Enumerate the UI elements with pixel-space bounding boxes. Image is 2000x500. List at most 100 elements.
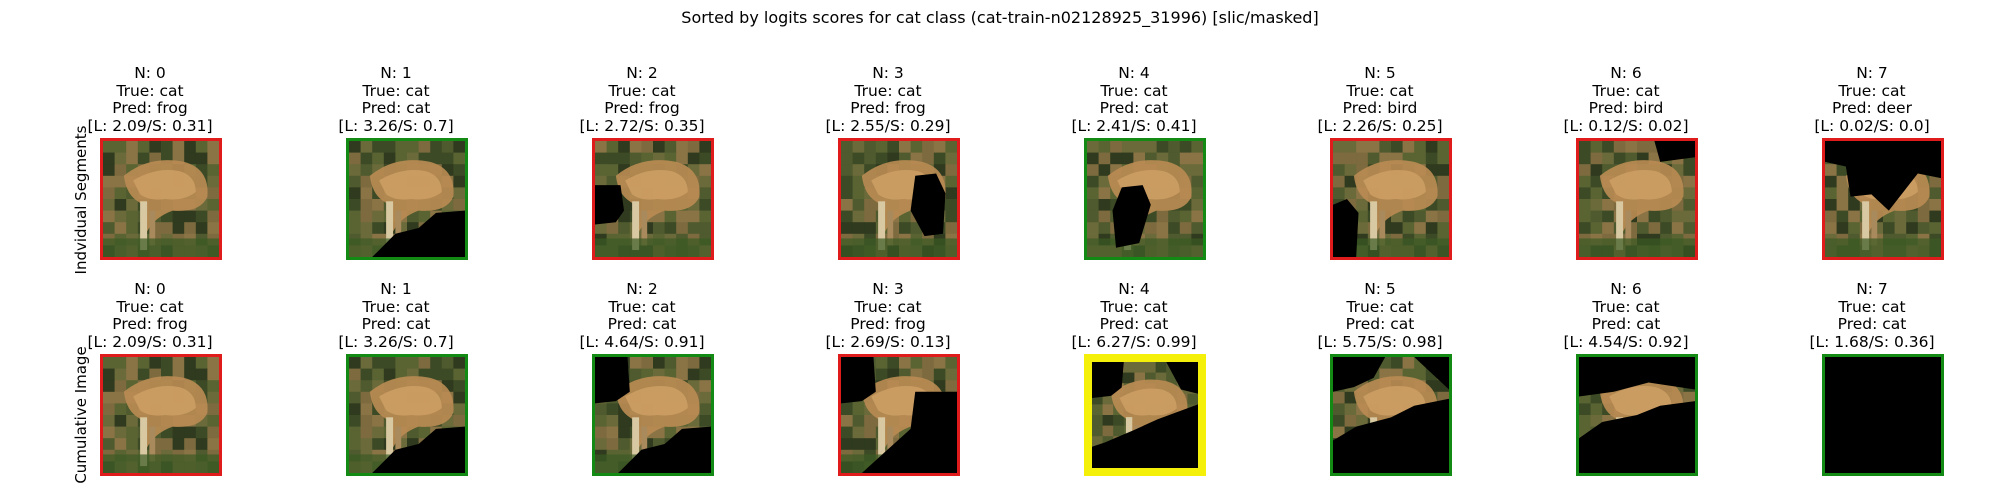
panel-true-label: True: cat — [1346, 297, 1414, 316]
panel-true-label: True: cat — [1592, 297, 1660, 316]
panel-n: N: 2 — [626, 280, 658, 298]
panel-scores: [L: 6.27/S: 0.99] — [1071, 332, 1197, 351]
masked-image — [346, 354, 468, 476]
panel-scores: [L: 2.09/S: 0.31] — [87, 116, 213, 135]
masked-image — [1576, 354, 1698, 476]
panel-pred: Pred: frog — [850, 99, 926, 117]
panel-pred: Pred: frog — [112, 315, 188, 333]
panel-n: N: 7 — [1856, 280, 1888, 298]
panel-true-label: True: cat — [116, 297, 184, 316]
panel-scores: [L: 2.72/S: 0.35] — [579, 116, 705, 135]
panel-scores: [L: 0.12/S: 0.02] — [1563, 116, 1689, 135]
panel-scores: [L: 4.54/S: 0.92] — [1563, 332, 1689, 351]
panel-true-label: True: cat — [116, 81, 184, 100]
panel-scores: [L: 2.69/S: 0.13] — [825, 332, 951, 351]
panel-n: N: 5 — [1364, 64, 1396, 82]
panel-true-label: True: cat — [1592, 81, 1660, 100]
masked-image — [838, 138, 960, 260]
panel-pred: Pred: cat — [1099, 99, 1169, 117]
panel-pred: Pred: cat — [1591, 315, 1661, 333]
panel-n: N: 6 — [1610, 64, 1642, 82]
panel-scores: [L: 5.75/S: 0.98] — [1317, 332, 1443, 351]
panel-scores: [L: 3.26/S: 0.7] — [338, 332, 454, 351]
masked-image — [592, 354, 714, 476]
panel-pred: Pred: cat — [1345, 315, 1415, 333]
panel-pred: Pred: cat — [361, 99, 431, 117]
panel-true-label: True: cat — [1346, 81, 1414, 100]
panel-true-label: True: cat — [1838, 297, 1906, 316]
masked-image — [1330, 138, 1452, 260]
panel-true-label: True: cat — [608, 81, 676, 100]
panel-scores: [L: 2.41/S: 0.41] — [1071, 116, 1197, 135]
panel-n: N: 6 — [1610, 280, 1642, 298]
masked-image — [1084, 138, 1206, 260]
masked-image — [592, 138, 714, 260]
panel-pred: Pred: frog — [604, 99, 680, 117]
panel-n: N: 3 — [872, 280, 904, 298]
masked-image — [838, 354, 960, 476]
masked-image — [1822, 138, 1944, 260]
figure-title: Sorted by logits scores for cat class (c… — [681, 8, 1319, 27]
masked-image — [100, 138, 222, 260]
masked-image — [1576, 138, 1698, 260]
masked-image — [1822, 354, 1944, 476]
masked-image — [1330, 354, 1452, 476]
panel-true-label: True: cat — [1100, 81, 1168, 100]
panel-scores: [L: 2.55/S: 0.29] — [825, 116, 951, 135]
panel-pred: Pred: cat — [1099, 315, 1169, 333]
panel-pred: Pred: frog — [112, 99, 188, 117]
panel-n: N: 2 — [626, 64, 658, 82]
panel-n: N: 4 — [1118, 64, 1150, 82]
panel-n: N: 3 — [872, 64, 904, 82]
panel-true-label: True: cat — [854, 297, 922, 316]
panel-true-label: True: cat — [854, 81, 922, 100]
panel-n: N: 0 — [134, 280, 166, 298]
panel-pred: Pred: cat — [361, 315, 431, 333]
panel-scores: [L: 3.26/S: 0.7] — [338, 116, 454, 135]
panel-scores: [L: 2.09/S: 0.31] — [87, 332, 213, 351]
masked-image — [100, 354, 222, 476]
panel-scores: [L: 0.02/S: 0.0] — [1814, 116, 1930, 135]
panel-pred: Pred: cat — [1837, 315, 1907, 333]
panel-n: N: 4 — [1118, 280, 1150, 298]
panel-true-label: True: cat — [362, 81, 430, 100]
panel-true-label: True: cat — [362, 297, 430, 316]
panel-n: N: 1 — [380, 280, 412, 298]
panel-true-label: True: cat — [1100, 297, 1168, 316]
panel-pred: Pred: frog — [850, 315, 926, 333]
masked-image — [1084, 354, 1206, 476]
panel-n: N: 1 — [380, 64, 412, 82]
panel-pred: Pred: bird — [1342, 99, 1418, 117]
panel-scores: [L: 2.26/S: 0.25] — [1317, 116, 1443, 135]
